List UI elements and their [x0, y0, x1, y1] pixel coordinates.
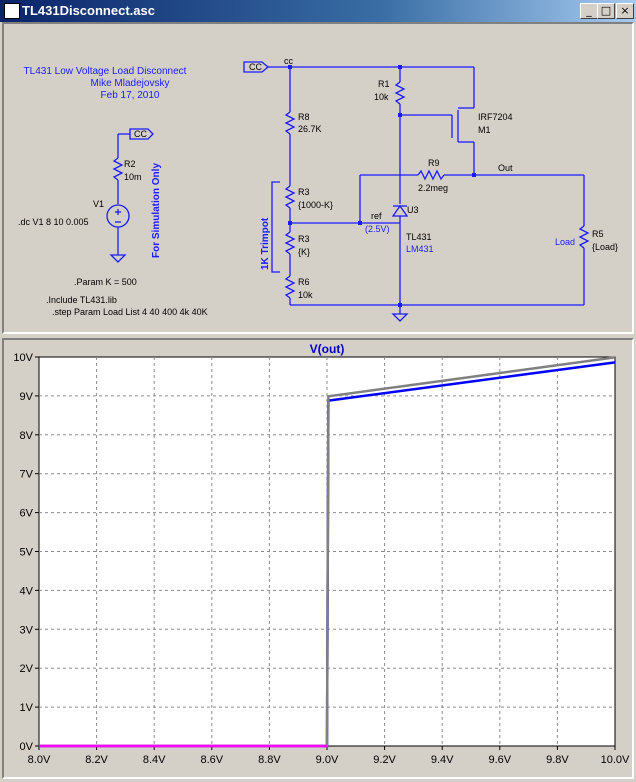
- y-tick-label: 3V: [20, 624, 34, 636]
- y-tick-label: 7V: [20, 469, 34, 481]
- net-label-out: Out: [498, 163, 513, 173]
- net-label-ref: ref: [371, 211, 382, 221]
- label-m1-part: IRF7204: [478, 112, 513, 122]
- value-r1: 10k: [374, 92, 389, 102]
- value-u3: TL431: [406, 232, 432, 242]
- resistor-r8: [284, 111, 296, 135]
- trace-title[interactable]: V(out): [310, 342, 345, 356]
- y-tick-label: 8V: [20, 430, 34, 442]
- minimize-button[interactable]: _: [580, 3, 598, 19]
- label-r8: R8: [298, 112, 310, 122]
- x-tick-label: 9.8V: [546, 754, 569, 766]
- cc-flag-left: [129, 128, 154, 140]
- x-tick-label: 8.6V: [200, 754, 223, 766]
- close-button[interactable]: ×: [616, 3, 634, 19]
- y-tick-label: 1V: [20, 702, 34, 714]
- ref-voltage: (2.5V): [365, 224, 390, 234]
- net-label-cc: cc: [284, 56, 294, 66]
- schematic-canvas[interactable]: TL431 Low Voltage Load Disconnect Mike M…: [4, 24, 632, 332]
- y-tick-label: 0V: [20, 741, 34, 753]
- label-r1: R1: [378, 79, 390, 89]
- x-tick-label: 8.0V: [28, 754, 51, 766]
- maximize-button[interactable]: □: [597, 3, 615, 19]
- y-tick-label: 4V: [20, 585, 34, 597]
- x-tick-label: 9.0V: [316, 754, 339, 766]
- x-tick-label: 8.4V: [143, 754, 166, 766]
- comment-author: Mike Mladejovsky: [91, 78, 170, 89]
- value-r2: 10m: [124, 172, 142, 182]
- x-tick-label: 9.2V: [373, 754, 396, 766]
- label-r5: R5: [592, 229, 604, 239]
- trimpot-bracket: [271, 181, 280, 273]
- value-r6: 10k: [298, 290, 313, 300]
- net-label-load: Load: [555, 237, 575, 247]
- voltage-source-v1: [106, 204, 130, 228]
- y-tick-label: 2V: [20, 663, 34, 675]
- note-simulation: For Simulation Only: [151, 163, 162, 258]
- x-tick-label: 9.6V: [488, 754, 511, 766]
- x-tick-label: 10.0V: [601, 754, 630, 766]
- note-trimpot: 1K Trimpot: [260, 217, 271, 270]
- resistor-r5: [578, 225, 590, 249]
- value-u3-alt: LM431: [406, 244, 434, 254]
- label-r9: R9: [428, 158, 440, 168]
- label-v1: V1: [93, 199, 104, 209]
- label-r4: R3: [298, 187, 310, 197]
- directive-include: .Include TL431.lib: [46, 295, 117, 305]
- label-m1: M1: [478, 125, 491, 135]
- y-tick-label: 6V: [20, 508, 34, 520]
- comment-date: Feb 17, 2010: [101, 90, 160, 101]
- y-tick-label: 5V: [20, 547, 34, 559]
- schematic-pane[interactable]: TL431 Low Voltage Load Disconnect Mike M…: [2, 22, 634, 334]
- resistor-r1: [394, 81, 406, 105]
- x-tick-label: 8.8V: [258, 754, 281, 766]
- value-r8: 26.7K: [298, 124, 322, 134]
- directive-dc: .dc V1 8 10 0.005: [18, 217, 89, 227]
- title-bar: TL431Disconnect.asc _ □ ×: [0, 0, 636, 22]
- resistor-r4: [284, 185, 296, 209]
- label-r6: R6: [298, 277, 310, 287]
- label-r3: R3: [298, 234, 310, 244]
- resistor-r6: [284, 275, 296, 299]
- value-r4: {1000-K}: [298, 200, 333, 210]
- label-u3: U3: [407, 205, 419, 215]
- directive-param: .Param K = 500: [74, 277, 137, 287]
- y-tick-label: 9V: [20, 391, 34, 403]
- value-r9: 2.2meg: [418, 183, 448, 193]
- value-r5: {Load}: [592, 242, 618, 252]
- comment-title: TL431 Low Voltage Load Disconnect: [24, 66, 187, 77]
- value-r3: {K}: [298, 247, 310, 257]
- x-tick-label: 9.4V: [431, 754, 454, 766]
- ground-symbol-main: [391, 313, 409, 322]
- resistor-r2: [112, 157, 124, 181]
- y-tick-label: 10V: [13, 352, 33, 364]
- resistor-r3: [284, 231, 296, 255]
- ground-symbol: [109, 254, 127, 263]
- cc-flag-main: [243, 61, 270, 73]
- waveform-pane[interactable]: V(out) 8.0V 8.2V 8.4V 8.6V 8.8V 9.0V 9.2V 9.4V 9…: [2, 338, 634, 779]
- directive-step: .step Param Load List 4 40 400 4k 40K: [52, 307, 208, 317]
- app-icon: [4, 3, 20, 19]
- resistor-r9: [417, 169, 445, 181]
- label-r2: R2: [124, 159, 136, 169]
- cc-flag-left-label: CC: [134, 129, 147, 139]
- window-title: TL431Disconnect.asc: [22, 3, 155, 18]
- x-tick-label: 8.2V: [85, 754, 108, 766]
- cc-flag-main-label: CC: [249, 62, 262, 72]
- waveform-plot[interactable]: V(out) 8.0V 8.2V 8.4V 8.6V 8.8V 9.0V 9.2V 9.4V 9…: [4, 340, 632, 777]
- shunt-regulator-u3: [391, 204, 409, 217]
